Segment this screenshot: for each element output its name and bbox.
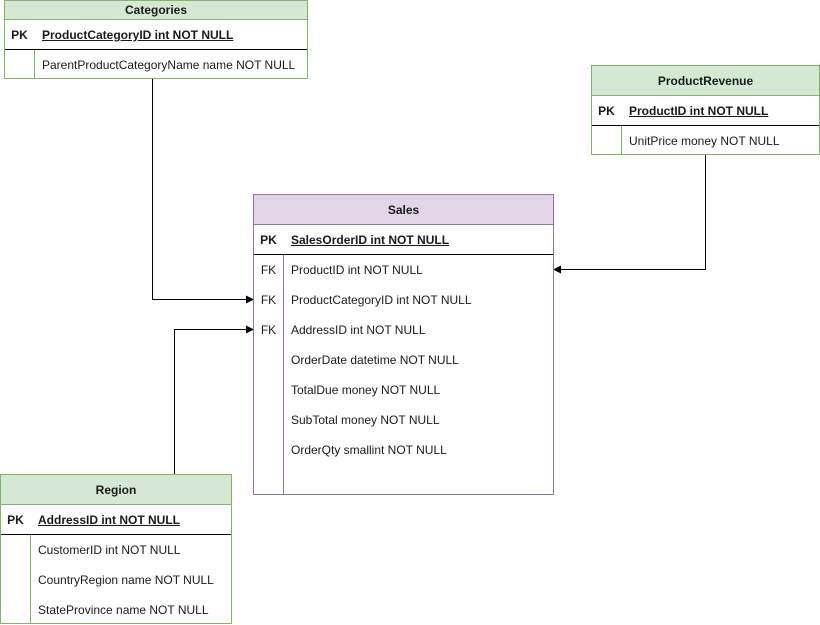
key-label xyxy=(592,126,621,156)
column-product-id: ProductID int NOT NULL xyxy=(291,263,423,277)
fk-label: FK xyxy=(260,293,277,307)
column-order-date: OrderDate datetime NOT NULL xyxy=(291,353,459,367)
column-customer-id: CustomerID int NOT NULL xyxy=(38,543,181,557)
column-sales-order-id: SalesOrderID int NOT NULL xyxy=(291,233,450,247)
product-revenue-row[interactable]: UnitPrice money NOT NULL xyxy=(592,126,819,156)
pk-label: PK xyxy=(11,28,28,42)
region-table-title: Region xyxy=(1,475,231,505)
connector-region-to-sales xyxy=(174,325,254,474)
column-address-id: AddressID int NOT NULL xyxy=(38,513,181,527)
column-sub-total: SubTotal money NOT NULL xyxy=(291,413,440,427)
pk-label: PK xyxy=(598,104,615,118)
key-label xyxy=(1,565,30,595)
sales-row[interactable]: OrderDate datetime NOT NULL xyxy=(254,345,553,375)
fk-label: FK xyxy=(260,323,277,337)
sales-row[interactable]: OrderQty smallint NOT NULL xyxy=(254,435,553,465)
column-parent-product-category-name: ParentProductCategoryName name NOT NULL xyxy=(42,58,296,72)
sales-row[interactable]: TotalDue money NOT NULL xyxy=(254,375,553,405)
categories-key-divider xyxy=(34,50,35,79)
sales-row[interactable]: FK ProductID int NOT NULL xyxy=(254,255,553,285)
column-product-category-id: ProductCategoryID int NOT NULL xyxy=(291,293,472,307)
region-table[interactable]: Region PK AddressID int NOT NULL Custome… xyxy=(0,474,232,624)
product-revenue-table[interactable]: ProductRevenue PK ProductID int NOT NULL… xyxy=(591,65,820,155)
connector-categories-to-sales xyxy=(152,79,254,304)
key-label xyxy=(254,405,283,435)
sales-row[interactable]: FK AddressID int NOT NULL xyxy=(254,315,553,345)
column-state-province: StateProvince name NOT NULL xyxy=(38,603,209,617)
categories-table-title: Categories xyxy=(5,1,307,20)
key-label xyxy=(254,435,283,465)
fk-label: FK xyxy=(260,263,277,277)
product-revenue-table-title: ProductRevenue xyxy=(592,66,819,96)
region-row[interactable]: CustomerID int NOT NULL xyxy=(1,535,231,565)
connector-productrevenue-to-sales xyxy=(553,155,706,274)
pk-label: PK xyxy=(7,513,24,527)
column-country-region: CountryRegion name NOT NULL xyxy=(38,573,214,587)
categories-row-pk[interactable]: PK ProductCategoryID int NOT NULL xyxy=(5,20,307,50)
column-unit-price: UnitPrice money NOT NULL xyxy=(629,134,780,148)
column-product-id: ProductID int NOT NULL xyxy=(629,104,769,118)
categories-table[interactable]: Categories PK ProductCategoryID int NOT … xyxy=(4,0,308,79)
product-revenue-key-divider xyxy=(621,126,622,155)
key-label xyxy=(5,50,34,80)
sales-row[interactable]: SubTotal money NOT NULL xyxy=(254,405,553,435)
region-row[interactable]: CountryRegion name NOT NULL xyxy=(1,565,231,595)
sales-key-divider xyxy=(283,255,284,495)
categories-row[interactable]: ParentProductCategoryName name NOT NULL xyxy=(5,50,307,80)
sales-row-pk[interactable]: PK SalesOrderID int NOT NULL xyxy=(254,225,553,255)
region-key-divider xyxy=(30,535,31,624)
key-label xyxy=(1,595,30,625)
column-address-id: AddressID int NOT NULL xyxy=(291,323,426,337)
column-order-qty: OrderQty smallint NOT NULL xyxy=(291,443,447,457)
key-label xyxy=(1,535,30,565)
pk-label: PK xyxy=(260,233,277,247)
sales-row[interactable]: FK ProductCategoryID int NOT NULL xyxy=(254,285,553,315)
product-revenue-row-pk[interactable]: PK ProductID int NOT NULL xyxy=(592,96,819,126)
key-label xyxy=(254,375,283,405)
region-row[interactable]: StateProvince name NOT NULL xyxy=(1,595,231,625)
region-row-pk[interactable]: PK AddressID int NOT NULL xyxy=(1,505,231,535)
column-product-category-id: ProductCategoryID int NOT NULL xyxy=(42,28,234,42)
key-label xyxy=(254,345,283,375)
sales-table[interactable]: Sales PK SalesOrderID int NOT NULL FK Pr… xyxy=(253,194,554,495)
column-total-due: TotalDue money NOT NULL xyxy=(291,383,441,397)
sales-table-title: Sales xyxy=(254,195,553,225)
